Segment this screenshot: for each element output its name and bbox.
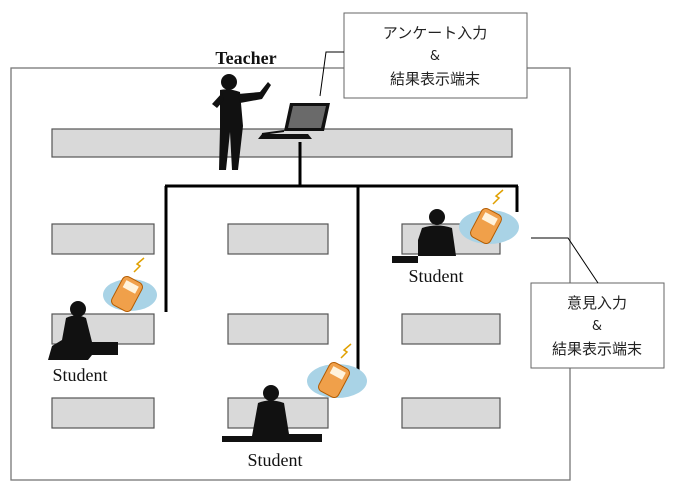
student-figure-icon-left <box>48 301 118 360</box>
teacher-terminal-leader <box>319 51 344 97</box>
teacher-terminal-line2: & <box>430 49 440 64</box>
desk-r1-c2 <box>227 223 329 255</box>
mobile-phone-icon-bottom <box>307 343 367 399</box>
laptop-icon <box>258 103 330 139</box>
teacher-terminal-line3: 結果表示端末 <box>390 70 480 88</box>
student-label-right: Student <box>408 266 463 286</box>
student-terminal-line2: & <box>592 319 602 334</box>
student-terminal-callout <box>530 282 665 369</box>
teacher-desk <box>51 128 513 158</box>
mobile-phone-icon-left <box>103 257 157 313</box>
student-label-left: Student <box>52 365 107 385</box>
teacher-figure-icon <box>212 74 271 170</box>
desk-r1-c1 <box>51 223 155 255</box>
classroom-boundary <box>10 67 571 481</box>
student-terminal-line3: 結果表示端末 <box>552 340 642 358</box>
student-terminal-leader <box>531 237 599 284</box>
desk-r3-c3 <box>401 397 501 429</box>
mobile-phone-icon-right <box>459 189 519 245</box>
student-figure-icon-bottom <box>222 385 322 442</box>
desk-r3-c1 <box>51 397 155 429</box>
student-figure-icon-right <box>392 209 456 263</box>
teacher-terminal-line1: アンケート入力 <box>383 24 487 42</box>
desk-r2-c3 <box>401 313 501 345</box>
network-lines <box>164 142 519 378</box>
teacher-terminal-callout <box>343 12 528 99</box>
teacher-label: Teacher <box>215 48 276 68</box>
student-label-bottom: Student <box>247 450 302 470</box>
desk-r2-c2 <box>227 313 329 345</box>
student-terminal-line1: 意見入力 <box>567 294 627 312</box>
